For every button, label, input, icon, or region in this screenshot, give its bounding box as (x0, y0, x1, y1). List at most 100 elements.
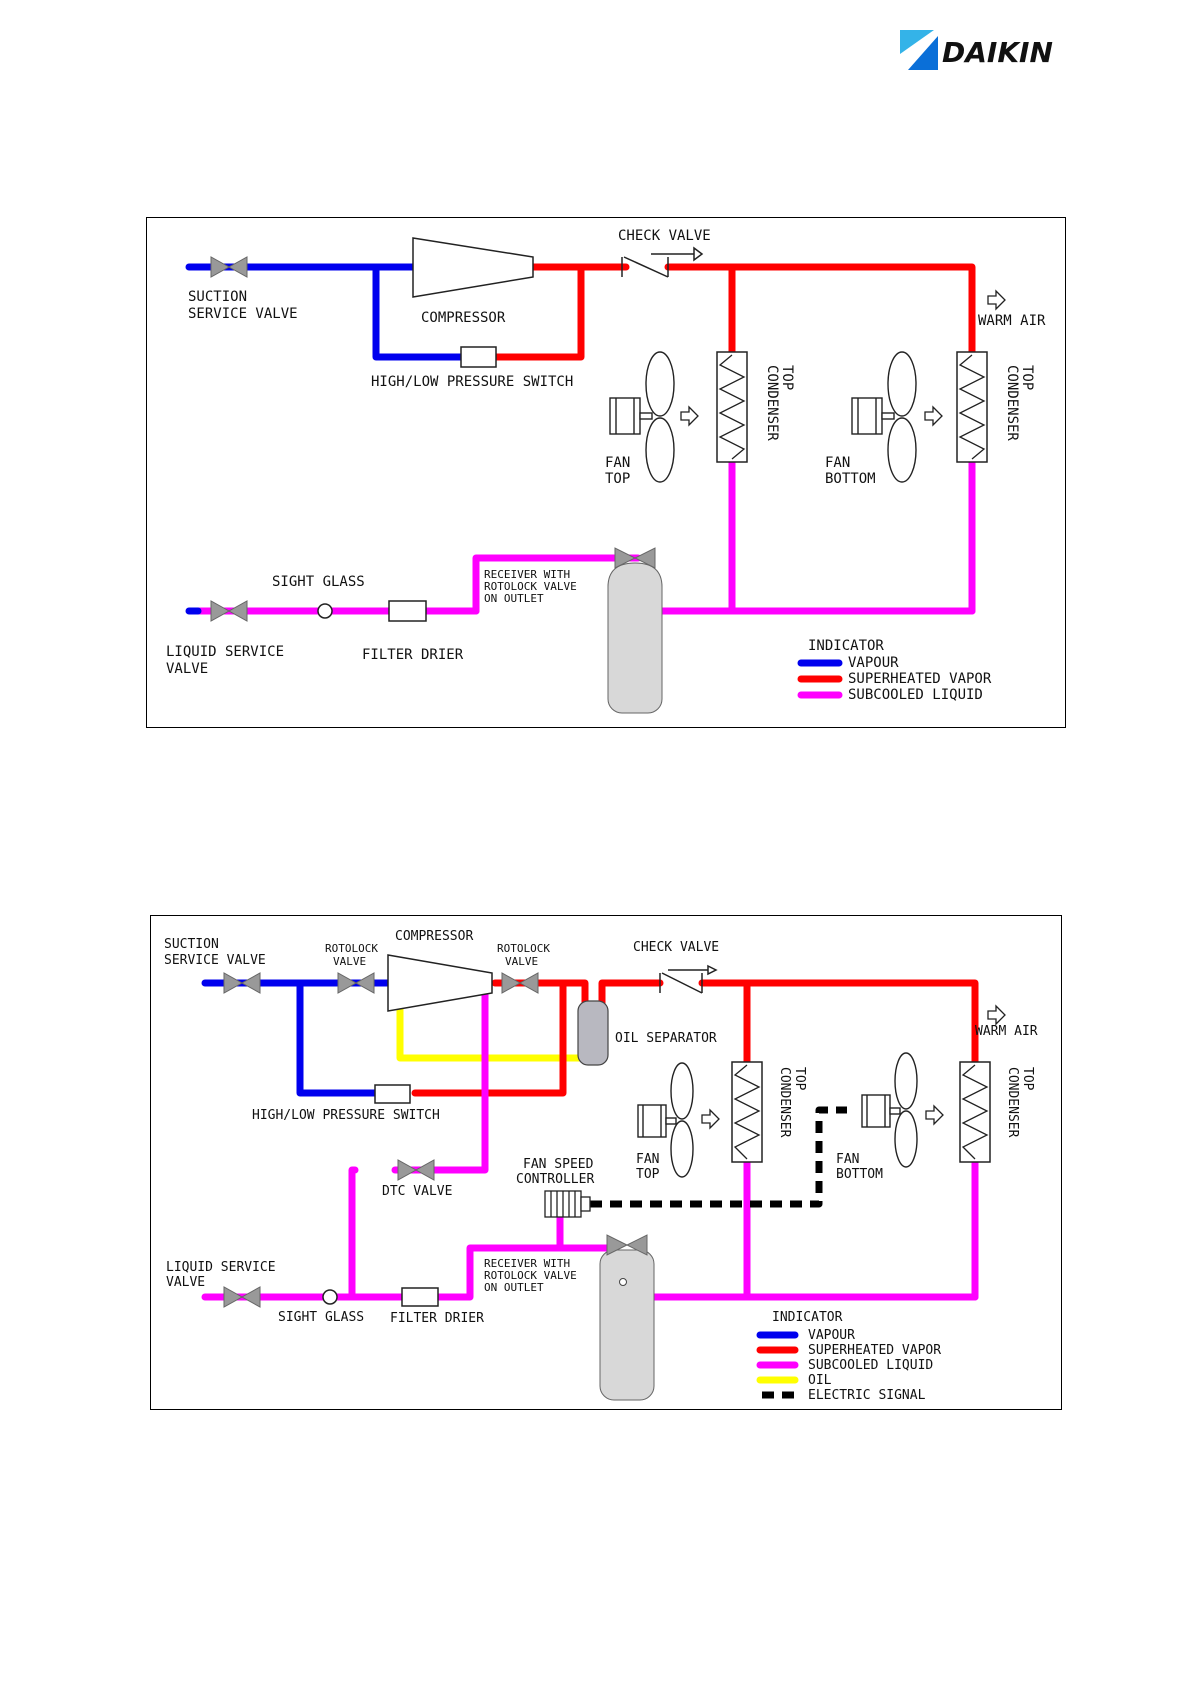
label-rotolock-1a: ROTOLOCK (325, 942, 378, 955)
label-condenser-left: CONDENSER TOP (764, 365, 795, 441)
daikin-logo: DAIKIN (900, 30, 1053, 70)
compressor (387, 954, 493, 1012)
legend: INDICATOR VAPOUR SUPERHEATED VAPOR SUBCO… (756, 1310, 941, 1403)
label-hlps: HIGH/LOW PRESSURE SWITCH (371, 374, 573, 390)
fan-top (637, 1062, 694, 1178)
legend-subcooled: SUBCOOLED LIQUID (848, 687, 983, 703)
legend-subcooled: SUBCOOLED LIQUID (808, 1358, 933, 1373)
label-sight-glass: SIGHT GLASS (278, 1310, 364, 1325)
suction-service-valve (223, 972, 261, 994)
legend-superheated: SUPERHEATED VAPOR (848, 671, 992, 687)
check-valve (621, 246, 704, 278)
label-fan-speed-2: CONTROLLER (516, 1172, 594, 1187)
condenser-top-right (959, 1061, 991, 1163)
label-liquid-1: LIQUID SERVICE (166, 1260, 276, 1275)
receiver (599, 1234, 655, 1401)
condenser-top-right (956, 351, 988, 463)
label-rotolock-2a: VALVE (333, 955, 366, 968)
label-fan-bottom-1: FAN (825, 455, 850, 471)
legend-title: INDICATOR (772, 1310, 843, 1325)
label-receiver-2: ROTOLOCK VALVE (484, 1269, 577, 1282)
label-filter-drier: FILTER DRIER (390, 1311, 484, 1326)
legend-vapour: VAPOUR (848, 655, 899, 671)
label-condenser-left-1: CONDENSER (777, 1067, 792, 1138)
label-filter-drier: FILTER DRIER (362, 647, 464, 663)
label-condenser-right-2: TOP (1020, 1067, 1035, 1091)
label-suction-1: SUCTION (188, 289, 247, 305)
refrigerant-diagram-with-oil-separator: SUCTION SERVICE VALVE ROTOLOCK VALVE ROT… (150, 915, 1062, 1410)
label-fan-top-1: FAN (605, 455, 630, 471)
sight-glass (317, 603, 333, 619)
filter-drier (388, 600, 427, 622)
high-low-pressure-switch (460, 346, 497, 368)
oil-lines (396, 1007, 583, 1062)
label-condenser-left-1: CONDENSER (764, 365, 780, 441)
electric-signal-line (590, 1106, 847, 1208)
legend-signal: ELECTRIC SIGNAL (808, 1388, 926, 1403)
label-liquid-2: VALVE (166, 1275, 205, 1290)
label-fan-bottom-1: FAN (836, 1152, 859, 1167)
filter-drier (401, 1287, 439, 1307)
logo-mark-bottom (908, 36, 938, 70)
legend: INDICATOR VAPOUR SUPERHEATED VAPOR SUBCO… (797, 638, 992, 703)
dtc-valve (397, 1159, 435, 1181)
condenser-top-left (731, 1061, 763, 1163)
label-condenser-left: CONDENSER TOP (777, 1067, 807, 1138)
high-low-pressure-switch (374, 1084, 411, 1104)
label-warm-air: WARM AIR (978, 313, 1046, 329)
label-fan-bottom-2: BOTTOM (836, 1167, 883, 1182)
label-receiver-3: ON OUTLET (484, 1281, 544, 1294)
label-condenser-right-1: CONDENSER (1005, 1067, 1020, 1138)
rotolock-valve-discharge (501, 972, 539, 994)
fan-bottom (851, 351, 917, 483)
logo-mark-top (900, 30, 934, 54)
subcooled-lines (201, 986, 979, 1301)
label-fan-top-2: TOP (636, 1167, 660, 1182)
label-hlps: HIGH/LOW PRESSURE SWITCH (252, 1108, 440, 1123)
label-fan-speed-1: FAN SPEED (523, 1157, 594, 1172)
label-rotolock-2b: VALVE (505, 955, 538, 968)
liquid-service-valve (210, 600, 248, 622)
rotolock-valve-suction (337, 972, 375, 994)
label-fan-top-2: TOP (605, 471, 630, 487)
check-valve (659, 964, 718, 994)
legend-vapour: VAPOUR (808, 1328, 855, 1343)
label-condenser-left-2: TOP (779, 365, 795, 390)
liquid-service-valve (223, 1286, 261, 1308)
label-receiver-3: ON OUTLET (484, 592, 544, 605)
label-check-valve: CHECK VALVE (618, 228, 711, 244)
condenser-top-left (716, 351, 748, 463)
label-suction-2: SERVICE VALVE (164, 953, 266, 968)
label-liquid-2: VALVE (166, 661, 208, 677)
label-compressor: COMPRESSOR (395, 929, 473, 944)
receiver (607, 547, 663, 714)
label-liquid-1: LIQUID SERVICE (166, 644, 284, 660)
label-fan-top-1: FAN (636, 1152, 659, 1167)
label-warm-air: WARM AIR (975, 1024, 1038, 1039)
refrigerant-diagram-basic: SUCTION SERVICE VALVE COMPRESSOR CHECK V… (146, 217, 1066, 728)
suction-service-valve (210, 256, 248, 278)
diagram-frame (146, 217, 1066, 728)
label-suction-1: SUCTION (164, 937, 219, 952)
legend-title: INDICATOR (808, 638, 884, 654)
label-dtc-valve: DTC VALVE (382, 1184, 452, 1199)
label-receiver-1: RECEIVER WITH (484, 568, 570, 581)
vapour-lines (201, 979, 394, 1097)
label-sight-glass: SIGHT GLASS (272, 574, 365, 590)
label-fan-bottom-2: BOTTOM (825, 471, 876, 487)
end-caps (185, 263, 202, 615)
fan-bottom (861, 1052, 918, 1168)
label-condenser-left-2: TOP (792, 1067, 807, 1091)
label-condenser-right-2: TOP (1019, 365, 1035, 390)
diagram-frame (150, 915, 1062, 1410)
fan-top (609, 351, 675, 483)
label-suction-2: SERVICE VALVE (188, 306, 298, 322)
label-rotolock-1b: ROTOLOCK (497, 942, 550, 955)
label-condenser-right-1: CONDENSER (1004, 365, 1020, 441)
air-flow-arrows (701, 1004, 1006, 1130)
label-compressor: COMPRESSOR (421, 310, 506, 326)
label-receiver-1: RECEIVER WITH (484, 1257, 570, 1270)
compressor (412, 237, 534, 298)
sight-glass (322, 1289, 338, 1305)
superheated-lines (492, 263, 976, 361)
